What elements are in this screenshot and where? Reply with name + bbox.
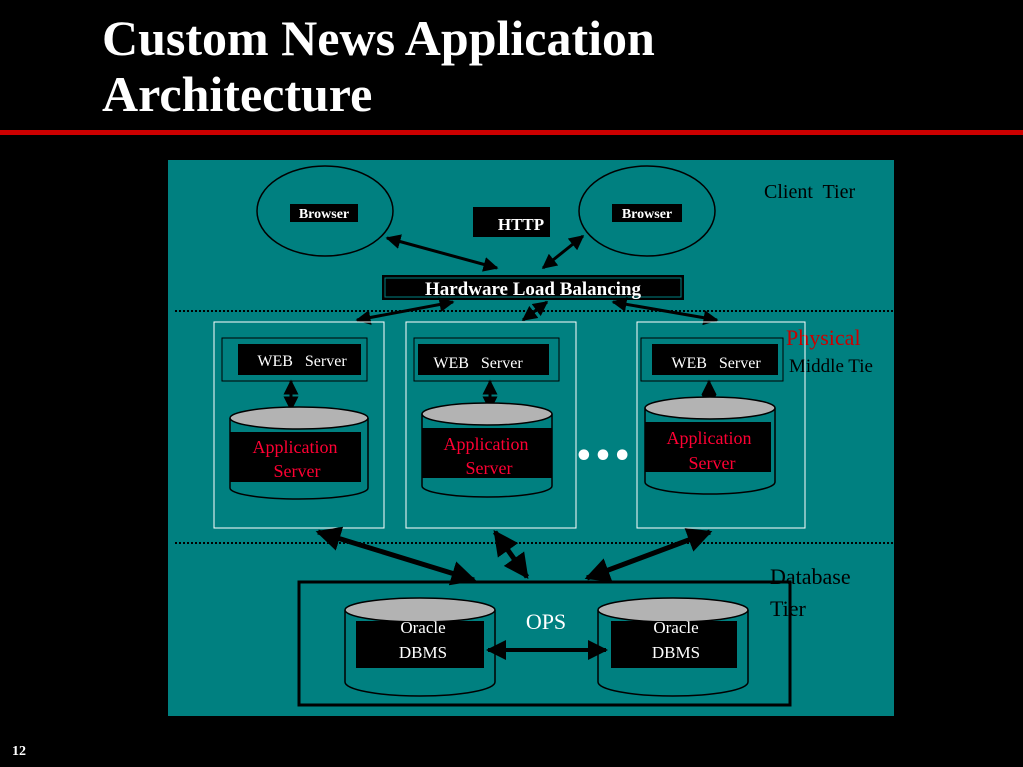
web-server-label-1: WEB Server bbox=[257, 353, 347, 370]
app-server-label-1-line2: Server bbox=[274, 461, 321, 481]
browser-label-left: Browser bbox=[299, 207, 349, 222]
web-server-label-3: WEB Server bbox=[671, 355, 761, 372]
load-balancer-box bbox=[382, 275, 684, 300]
browser-label-right: Browser bbox=[622, 207, 672, 222]
arrow-server1-db bbox=[315, 526, 477, 586]
middle-tier-label: Middle Tie bbox=[789, 356, 873, 377]
arrow-lb-server1 bbox=[355, 297, 455, 325]
arrow-browser-left-lb bbox=[385, 234, 499, 272]
ops-cluster-box bbox=[297, 580, 792, 707]
app-server-label-2-line2: Server bbox=[466, 458, 513, 478]
arrow-browser-right-lb bbox=[541, 234, 585, 270]
browser-node-right: Browser bbox=[578, 165, 716, 257]
oracle-label-1-line1: Oracle bbox=[400, 618, 445, 637]
http-box bbox=[473, 207, 550, 237]
slide-title-line2: Architecture bbox=[102, 66, 373, 122]
arrow-server3-db bbox=[584, 528, 713, 582]
oracle-label-2-line2: DBMS bbox=[652, 643, 700, 662]
server-node-2: WEB Server Application Server bbox=[405, 321, 577, 529]
database-tier-label-line1: Database bbox=[770, 564, 851, 589]
http-label: HTTP bbox=[498, 215, 544, 234]
app-server-label-3-line1: Application bbox=[667, 428, 752, 448]
oracle-db-node-2: Oracle DBMS bbox=[597, 597, 749, 697]
title-divider bbox=[0, 130, 1023, 135]
oracle-db-node-1: Oracle DBMS bbox=[344, 597, 496, 697]
arrow-server2-db bbox=[492, 529, 530, 580]
web-server-label-2: WEB Server bbox=[433, 355, 523, 372]
ops-label: OPS bbox=[526, 609, 566, 634]
client-tier-label: Client Tier bbox=[764, 181, 855, 203]
app-server-label-3-line2: Server bbox=[689, 453, 736, 473]
server-node-3: WEB Server Application Server bbox=[636, 321, 806, 529]
oracle-label-2-line1: Oracle bbox=[653, 618, 698, 637]
server-node-1: WEB Server Application Server bbox=[213, 321, 385, 529]
app-server-label-2-line1: Application bbox=[444, 434, 529, 454]
arrow-lb-server3 bbox=[611, 296, 719, 326]
database-tier-label-line2: Tier bbox=[770, 596, 807, 621]
slide-title: Custom News Application Architecture bbox=[102, 10, 655, 122]
oracle-label-1-line2: DBMS bbox=[399, 643, 447, 662]
slide-title-line1: Custom News Application bbox=[102, 10, 655, 66]
browser-node-left: Browser bbox=[256, 165, 394, 257]
load-balancer-label: Hardware Load Balancing bbox=[425, 279, 642, 300]
more-servers-ellipsis: ••• bbox=[574, 439, 632, 474]
arrow-lb-server2 bbox=[521, 300, 549, 322]
page-number: 12 bbox=[12, 744, 26, 759]
app-server-label-1-line1: Application bbox=[253, 437, 338, 457]
physical-label: Physical bbox=[786, 325, 861, 350]
